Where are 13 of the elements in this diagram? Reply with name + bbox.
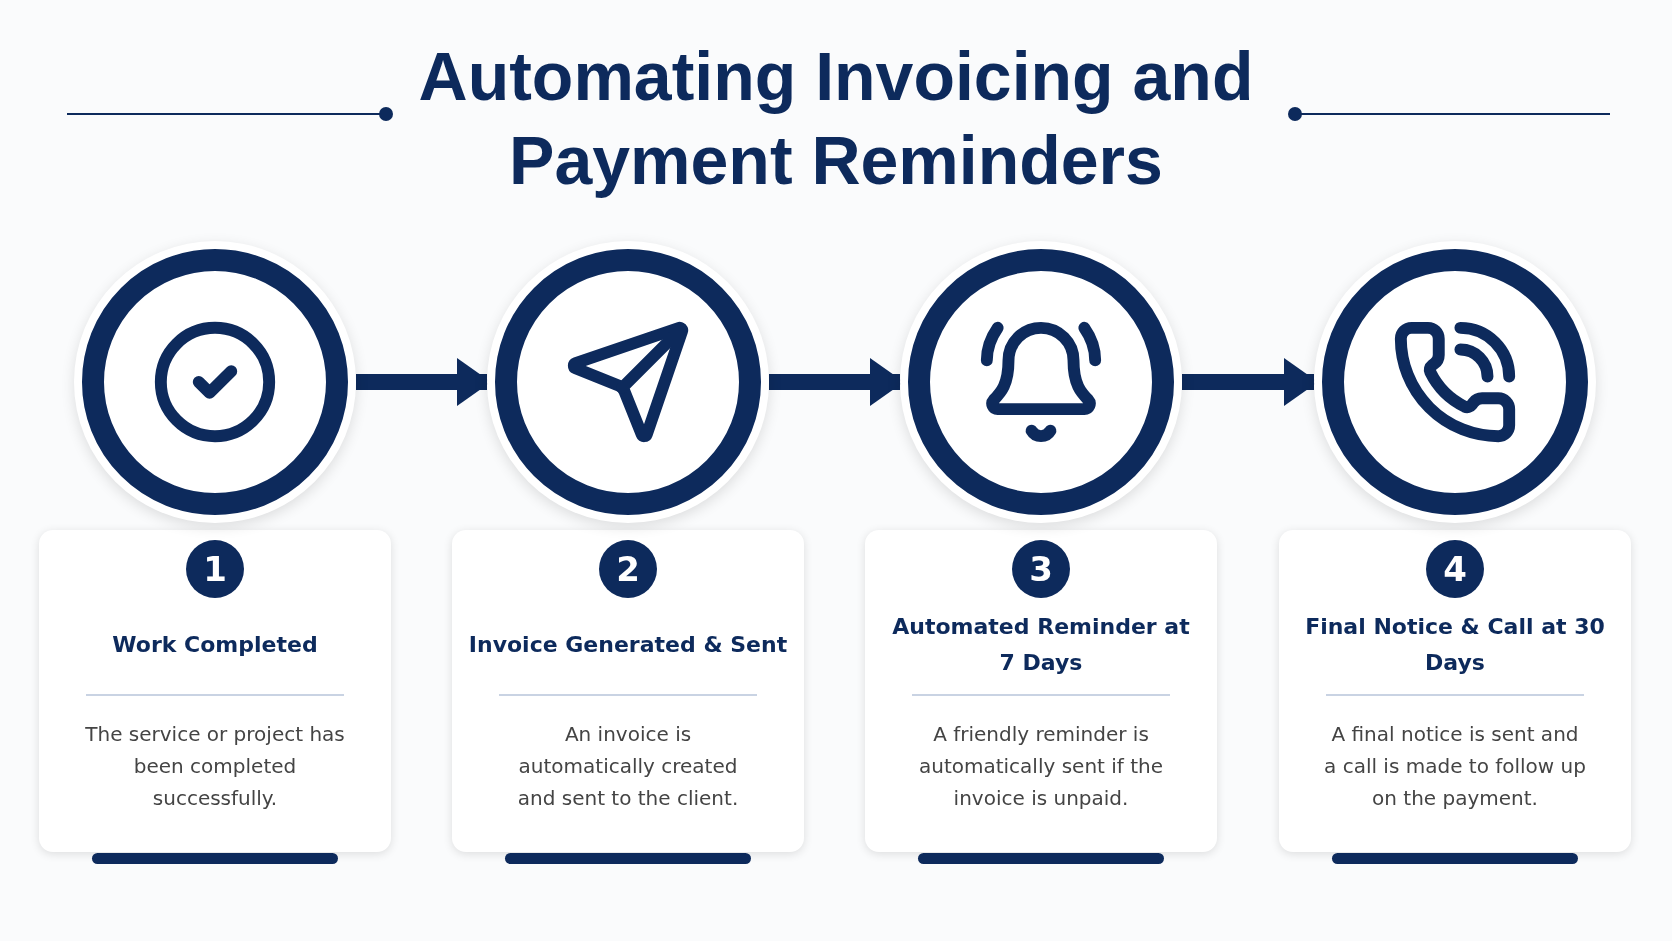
step-title: Invoice Generated & Sent — [468, 631, 788, 659]
step-number: 2 — [599, 540, 657, 598]
step-number: 1 — [186, 540, 244, 598]
step-title: Work Completed — [112, 631, 318, 659]
step-description: The service or project has been completed successfully. — [84, 721, 346, 812]
step-title: Final Notice & Call at 30 Days — [1304, 613, 1606, 677]
step-title: Automated Reminder at 7 Days — [891, 613, 1191, 677]
step-number: 4 — [1426, 540, 1484, 598]
title: Automating Invoicing and Payment Reminders — [417, 37, 1255, 200]
step-number: 3 — [1012, 540, 1070, 598]
step-description: A final notice is sent and a call is made to follow up on the payment. — [1324, 721, 1586, 812]
step-description: A friendly reminder is automatically sent if the invoice is unpaid. — [917, 721, 1165, 812]
step-description: An invoice is automatically created and sent to the client. — [516, 721, 740, 812]
